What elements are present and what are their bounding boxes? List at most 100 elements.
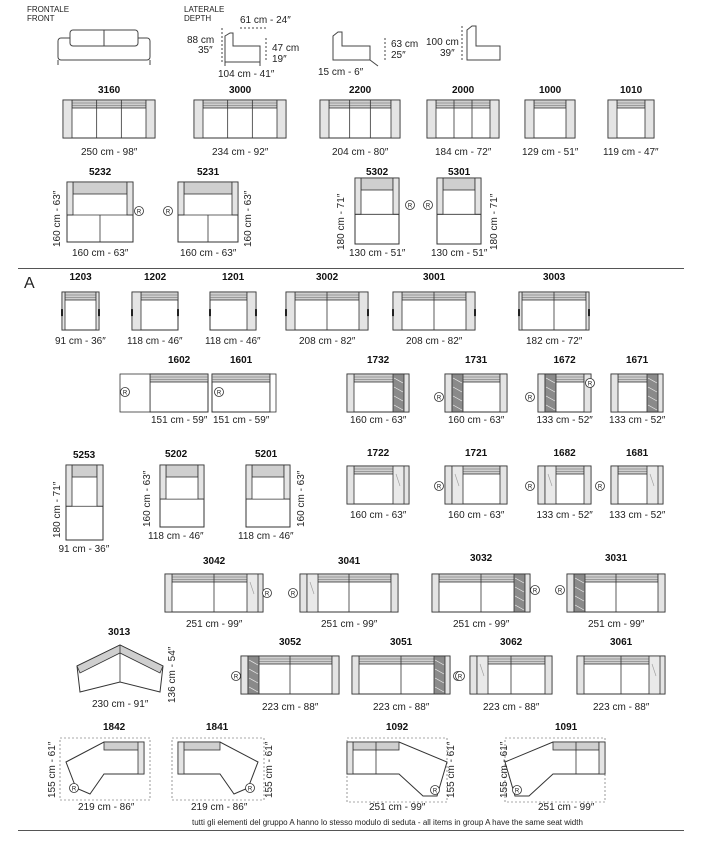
model-width: 118 cm - 46″ <box>127 336 183 347</box>
model-code: 1203 <box>69 272 92 283</box>
model-depth: 180 cm - 71″ <box>52 481 63 538</box>
model-width: 251 cm - 99″ <box>186 619 243 630</box>
chaise-corner-plan <box>59 737 151 801</box>
svg-text:R: R <box>433 789 438 795</box>
sofa-plan <box>149 373 209 413</box>
model-width: 234 cm - 92″ <box>212 147 269 158</box>
sofa-plan <box>610 373 664 413</box>
sofa-bed-plan <box>66 181 134 243</box>
sofa-plan <box>131 291 179 331</box>
dim-head-cm: 63 cm <box>391 39 419 50</box>
model-width: 160 cm - 63″ <box>350 415 407 426</box>
model-code: 2000 <box>452 85 475 96</box>
svg-text:R: R <box>408 204 413 210</box>
chaise-corner-plan <box>346 737 448 803</box>
recliner-symbol-icon: R <box>120 387 130 397</box>
model-width: 160 cm - 63″ <box>448 415 505 426</box>
model-width: 182 cm - 72″ <box>526 336 583 347</box>
model-width: 208 cm - 82″ <box>406 336 463 347</box>
model-code: 3042 <box>203 556 226 567</box>
recliner-symbol-icon: R <box>214 387 224 397</box>
model-width: 251 cm - 99″ <box>369 802 426 813</box>
model-width: 133 cm - 52″ <box>536 415 593 426</box>
model-code: 1841 <box>206 722 229 733</box>
model-code: 1201 <box>222 272 245 283</box>
sofa-plan <box>299 573 399 613</box>
model-code: 1671 <box>626 355 649 366</box>
sofa-plan <box>209 291 257 331</box>
model-width: 204 cm - 80″ <box>332 147 389 158</box>
model-code: 1092 <box>386 722 409 733</box>
sofa-plan <box>62 99 156 139</box>
sofa-plan <box>392 291 476 331</box>
sofa-bed-plan <box>354 177 400 245</box>
group-label: A <box>24 275 35 292</box>
corner-sofa-plan <box>76 644 164 693</box>
model-code: 5202 <box>165 449 188 460</box>
recliner-symbol-icon: R <box>455 671 465 681</box>
lateral-label-it: LATERALE <box>184 5 225 14</box>
sofa-bed-plan <box>65 464 104 541</box>
dim-depth: 104 cm - 41″ <box>218 69 275 80</box>
sofa-plan <box>164 573 264 613</box>
sofa-plan <box>518 291 590 331</box>
recliner-symbol-icon: R <box>430 785 440 795</box>
model-depth: 180 cm - 71″ <box>489 193 500 250</box>
recliner-symbol-icon: R <box>405 200 415 210</box>
sofa-plan <box>537 373 592 413</box>
sofa-plan <box>319 99 401 139</box>
section-divider <box>18 268 684 269</box>
model-width: 219 cm - 86″ <box>78 802 135 813</box>
model-width: 208 cm - 82″ <box>299 336 356 347</box>
recliner-symbol-icon: R <box>434 481 444 491</box>
footnote: tutti gli elementi del gruppo A hanno lo… <box>192 818 583 827</box>
model-code: 1010 <box>620 85 643 96</box>
model-code: 5231 <box>197 167 220 178</box>
sofa-plan <box>211 373 271 413</box>
svg-text:R: R <box>291 592 296 598</box>
model-code: 5201 <box>255 449 278 460</box>
svg-text:R: R <box>426 204 431 210</box>
model-width: 223 cm - 88″ <box>483 702 540 713</box>
dim-seat-cm: 47 cm <box>272 43 300 54</box>
model-code: 1202 <box>144 272 167 283</box>
model-depth: 155 cm - 61″ <box>47 741 58 798</box>
model-code: 3032 <box>470 553 493 564</box>
sofa-plan <box>285 291 369 331</box>
model-code: 3003 <box>543 272 566 283</box>
model-width: 129 cm - 51″ <box>522 147 579 158</box>
dim-seat-in: 19″ <box>272 54 287 65</box>
model-width: 250 cm - 98″ <box>81 147 138 158</box>
recliner-symbol-icon: R <box>512 785 522 795</box>
sofa-bed-plan <box>159 464 205 528</box>
recliner-symbol-icon: R <box>434 392 444 402</box>
sofa-bed-plan <box>436 177 482 245</box>
model-width: 251 cm - 99″ <box>538 802 595 813</box>
model-code: 1681 <box>626 448 649 459</box>
sofa-plan <box>576 655 666 695</box>
model-width: 184 cm - 72″ <box>435 147 492 158</box>
svg-text:R: R <box>166 210 171 216</box>
model-code: 3051 <box>390 637 413 648</box>
recliner-symbol-icon: R <box>525 481 535 491</box>
svg-text:R: R <box>515 789 520 795</box>
model-width: 151 cm - 59″ <box>151 415 208 426</box>
recliner-symbol-icon: R <box>453 671 463 681</box>
sofa-plan <box>469 655 553 695</box>
svg-text:R: R <box>456 675 461 681</box>
model-depth: 155 cm - 61″ <box>446 741 457 798</box>
sofa-plan <box>431 573 531 613</box>
svg-text:R: R <box>598 485 603 491</box>
model-width: 223 cm - 88″ <box>593 702 650 713</box>
model-width: 91 cm - 36″ <box>58 544 110 555</box>
model-code: 2200 <box>349 85 372 96</box>
model-width: 251 cm - 99″ <box>321 619 378 630</box>
dim-full-in: 39″ <box>440 48 455 59</box>
model-width: 223 cm - 88″ <box>373 702 430 713</box>
model-width: 160 cm - 63″ <box>350 510 407 521</box>
dim-height-in: 35″ <box>198 45 213 56</box>
model-code: 1602 <box>168 355 191 366</box>
recliner-symbol-icon: R <box>288 588 298 598</box>
model-width: 91 cm - 36″ <box>55 336 106 347</box>
model-code: 1000 <box>539 85 562 96</box>
